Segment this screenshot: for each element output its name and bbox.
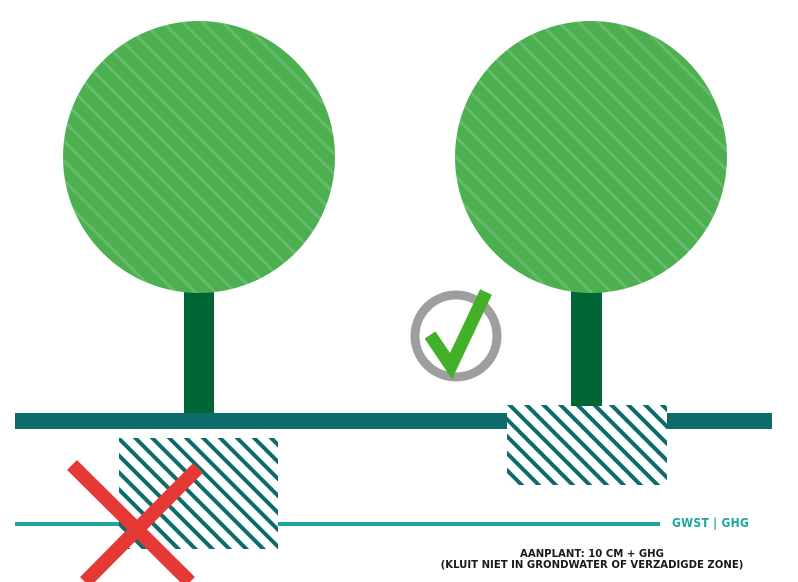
trunk-right	[571, 288, 602, 406]
ground-surface-left	[15, 413, 507, 429]
canopy-left	[63, 21, 335, 293]
check-mark-icon	[415, 292, 497, 377]
groundwater-label: GWST | GHG	[672, 516, 749, 530]
canopy-right	[455, 21, 727, 293]
ground-surface-right	[667, 413, 772, 429]
root-ball-right	[507, 405, 667, 485]
caption-line-2: (KLUIT NIET IN GRONDWATER OF VERZADIGDE …	[408, 559, 776, 570]
groundwater-line	[15, 522, 660, 526]
trunk-left	[184, 288, 214, 418]
planting-caption: AANPLANT: 10 CM + GHG (KLUIT NIET IN GRO…	[408, 548, 776, 570]
